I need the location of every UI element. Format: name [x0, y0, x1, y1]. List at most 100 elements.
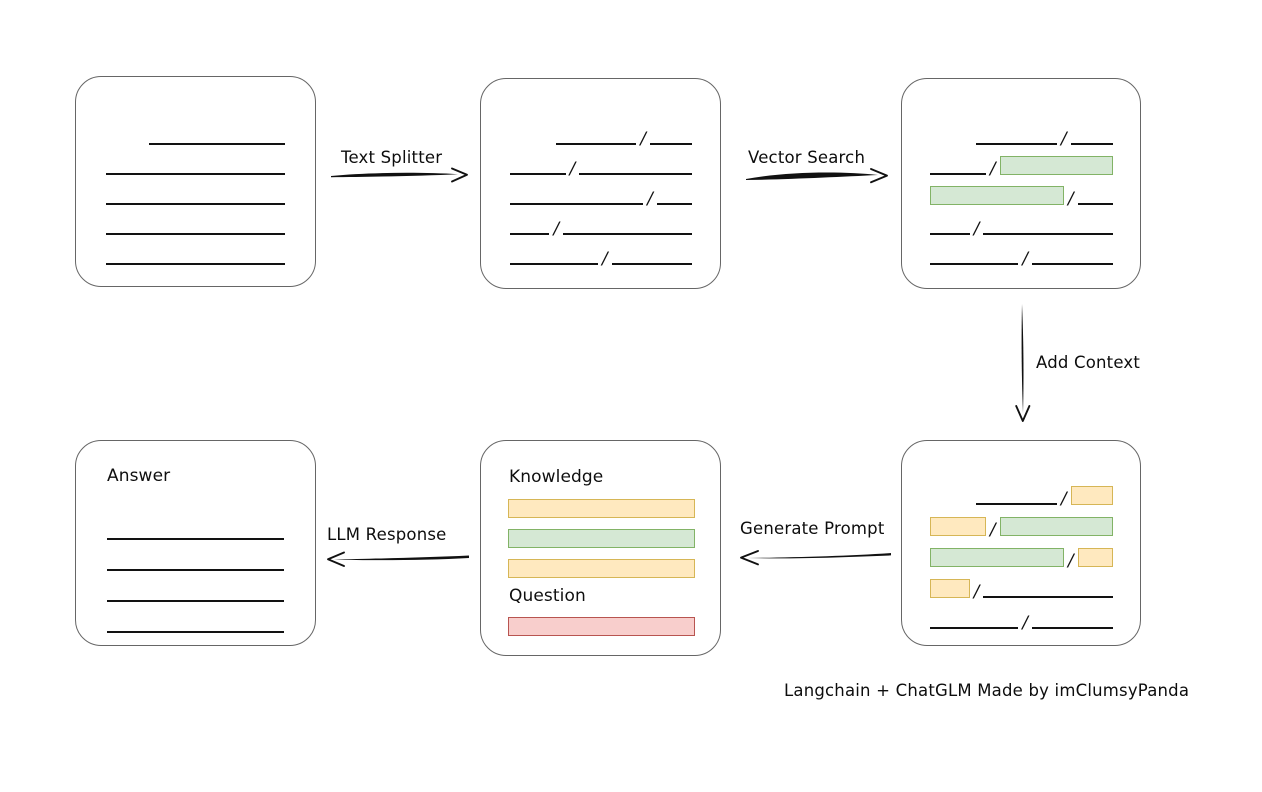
matched-chunks-lines: / / / / / [930, 115, 1113, 269]
node-prompt[interactable]: Knowledge Question [480, 440, 721, 656]
question-heading: Question [509, 586, 586, 606]
text-line-row: / [510, 115, 693, 149]
highlight-chip-yellow[interactable] [1070, 486, 1113, 505]
segment-separator-slash: / [640, 129, 646, 149]
text-line-row [106, 175, 285, 205]
segment-separator-slash: / [989, 159, 996, 179]
text-rule-segment [1070, 132, 1113, 145]
text-rule-segment [510, 222, 550, 235]
text-line-row [107, 602, 284, 633]
text-rule-segment [649, 132, 693, 145]
text-rule-segment [983, 222, 1113, 235]
text-rule-segment [930, 616, 1019, 629]
text-rule-segment [1032, 616, 1113, 629]
text-line-row: / [930, 598, 1113, 633]
segment-separator-slash: / [647, 189, 653, 209]
highlight-chip-yellow[interactable] [930, 579, 970, 598]
text-line-row: / [510, 235, 693, 269]
highlight-chip-yellow[interactable] [930, 517, 986, 536]
node-source-document[interactable] [75, 76, 316, 287]
knowledge-bar-2[interactable] [508, 529, 695, 548]
text-line-row: / [930, 505, 1113, 540]
node-context-chunks[interactable]: / / / / / [901, 440, 1141, 646]
knowledge-bar-3[interactable] [508, 559, 695, 578]
edge-label-add-context: Add Context [1036, 353, 1141, 372]
text-line-row: / [930, 474, 1113, 509]
text-rule-segment [1077, 192, 1113, 205]
node-answer[interactable]: Answer [75, 440, 316, 646]
text-rule-segment [930, 252, 1019, 265]
text-rule-segment [555, 132, 637, 145]
edge-label-llm-response: LLM Response [327, 525, 447, 544]
text-line-row: / [510, 145, 693, 179]
text-line-row [106, 115, 285, 145]
text-line-row [107, 509, 284, 540]
text-rule-segment [1032, 252, 1113, 265]
text-rule-segment [983, 585, 1113, 598]
segment-separator-slash: / [1022, 613, 1029, 633]
text-rule-segment [106, 192, 285, 205]
knowledge-heading: Knowledge [509, 467, 604, 487]
text-rule-segment [107, 620, 284, 633]
text-rule-segment [563, 222, 693, 235]
highlight-chip-yellow[interactable] [1077, 548, 1113, 567]
knowledge-bar-1[interactable] [508, 499, 695, 518]
text-line-row: / [930, 235, 1113, 269]
text-rule-segment [975, 132, 1057, 145]
text-rule-segment [107, 527, 284, 540]
text-line-row: / [510, 205, 693, 239]
highlight-chip-green[interactable] [930, 548, 1064, 567]
edge-label-vector-search: Vector Search [748, 148, 866, 167]
text-rule-segment [148, 132, 285, 145]
text-line-row [106, 145, 285, 175]
text-rule-segment [106, 222, 285, 235]
edge-arrow-llm-response [327, 551, 469, 567]
text-line-row: / [930, 115, 1113, 149]
text-rule-segment [106, 162, 285, 175]
segment-separator-slash: / [553, 219, 560, 239]
segment-separator-slash: / [973, 582, 980, 602]
split-chunks-lines: / / / / / [510, 115, 693, 269]
highlight-chip-green[interactable] [999, 156, 1113, 175]
source-document-lines [106, 115, 285, 265]
credit-text: Langchain + ChatGLM Made by imClumsyPand… [784, 681, 1190, 700]
text-rule-segment [510, 162, 566, 175]
answer-heading: Answer [107, 466, 171, 486]
text-line-row: / [510, 175, 693, 209]
segment-separator-slash: / [973, 219, 980, 239]
segment-separator-slash: / [569, 159, 576, 179]
text-rule-segment [106, 252, 285, 265]
node-matched-chunks[interactable]: / / / / / [901, 78, 1141, 289]
highlight-chip-green[interactable] [999, 517, 1113, 536]
highlight-chip-green[interactable] [930, 186, 1064, 205]
segment-separator-slash: / [1067, 551, 1074, 571]
edge-label-text-splitter: Text Splitter [341, 148, 443, 167]
text-line-row: / [930, 567, 1113, 602]
text-line-row [106, 235, 285, 265]
edge-label-generate-prompt: Generate Prompt [740, 519, 885, 538]
segment-separator-slash: / [1060, 129, 1067, 149]
segment-separator-slash: / [1060, 489, 1067, 509]
segment-separator-slash: / [601, 249, 608, 269]
segment-separator-slash: / [989, 520, 996, 540]
text-rule-segment [975, 492, 1057, 505]
answer-lines [107, 509, 284, 633]
text-line-row: / [930, 145, 1113, 179]
context-chunks-lines: / / / / / [930, 474, 1113, 633]
text-rule-segment [107, 589, 284, 602]
text-line-row [106, 205, 285, 235]
node-split-chunks[interactable]: / / / / / [480, 78, 721, 289]
text-line-row [107, 540, 284, 571]
text-line-row [107, 571, 284, 602]
question-bar-1[interactable] [508, 617, 695, 636]
segment-separator-slash: / [1022, 249, 1029, 269]
text-rule-segment [579, 162, 693, 175]
text-line-row: / [930, 536, 1113, 571]
text-rule-segment [107, 558, 284, 571]
text-rule-segment [611, 252, 693, 265]
text-line-row: / [930, 175, 1113, 209]
segment-separator-slash: / [1067, 189, 1074, 209]
text-rule-segment [510, 252, 598, 265]
edge-arrow-generate-prompt [740, 550, 891, 566]
